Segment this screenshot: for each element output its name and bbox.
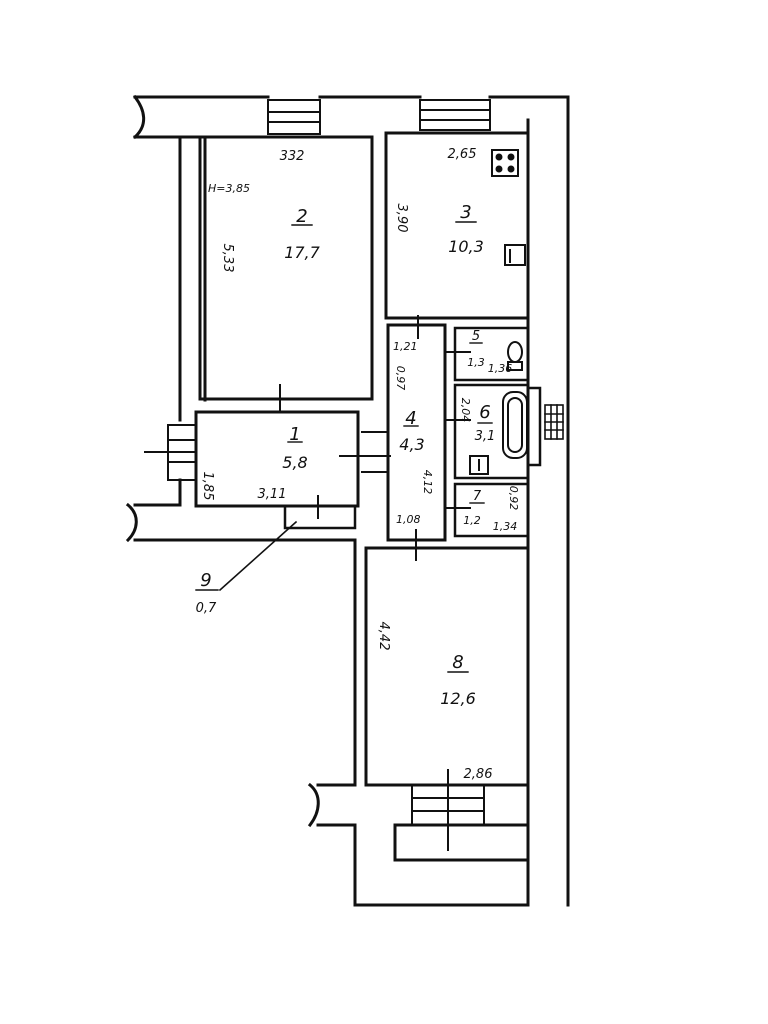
room-8-number: 8 — [452, 652, 463, 673]
door-icon — [144, 315, 471, 851]
room-2-dim-side: 5,33 — [220, 244, 235, 273]
room-3-outline — [384, 131, 530, 320]
room-1-number: 1 — [289, 424, 300, 445]
room-5-dim: 1,36 — [488, 362, 513, 375]
room-5-area: 1,3 — [467, 356, 485, 369]
window-icon — [419, 99, 491, 131]
stove-icon — [491, 149, 519, 177]
room-2-height: H=3,85 — [208, 182, 250, 195]
room-7-dim-bottom: 1,34 — [493, 520, 518, 533]
radiator-icon — [544, 404, 564, 440]
room-8-dim-side: 4,42 — [376, 622, 391, 651]
room-8-outline — [364, 546, 530, 787]
toilet-icon — [507, 341, 523, 371]
room-5-number: 5 — [472, 329, 480, 344]
room-7-number: 7 — [473, 489, 482, 504]
room-7-dim-side: 0,92 — [507, 486, 520, 511]
room-3-dim-side: 3,90 — [394, 204, 409, 233]
room-2-area: 17,7 — [284, 243, 320, 262]
room-2-outline — [198, 135, 374, 401]
room-3-area: 10,3 — [448, 237, 484, 256]
room-1-dim-side: 1,85 — [200, 472, 215, 501]
room-4-dim-bottom: 1,08 — [396, 513, 421, 526]
room-labels: 2 17,7 332 5,33 H=3,85 3 10,3 2,65 3,90 … — [196, 147, 520, 782]
room-9-number: 9 — [200, 570, 211, 591]
room-9-area: 0,7 — [196, 601, 217, 616]
room-4-dim-top: 1,21 — [393, 340, 418, 353]
room-3-dim-top: 2,65 — [448, 147, 477, 162]
room-8-dim-bottom: 2,86 — [464, 767, 493, 782]
room-6-dim: 2,04 — [459, 398, 472, 423]
room-3-number-label: 3 — [460, 202, 471, 223]
room-4-area: 4,3 — [399, 435, 424, 454]
room-4-outline — [386, 323, 447, 542]
room-2-dim-top: 332 — [280, 149, 305, 164]
room-1-area: 5,8 — [282, 453, 307, 472]
room-7-area: 1,2 — [463, 514, 481, 527]
leader-line-room-9 — [218, 520, 298, 592]
sink-icon — [469, 455, 489, 475]
room-6-area: 3,1 — [475, 429, 496, 444]
room-5-outline — [453, 326, 530, 382]
room-4-dim-side: 0,97 — [394, 366, 407, 391]
room-1-dim-bottom: 3,11 — [258, 487, 287, 502]
room-6-number: 6 — [479, 402, 490, 423]
room-2-number: 2 — [296, 206, 307, 227]
room-9-outline — [283, 504, 357, 530]
room-8-area: 12,6 — [440, 689, 476, 708]
sink-icon — [504, 244, 526, 266]
bathtub-icon — [502, 391, 528, 459]
window-icon — [267, 99, 321, 135]
room-4-number: 4 — [405, 408, 416, 429]
room-4-dim-side2: 4,12 — [421, 470, 434, 495]
room-7-outline — [453, 482, 530, 538]
